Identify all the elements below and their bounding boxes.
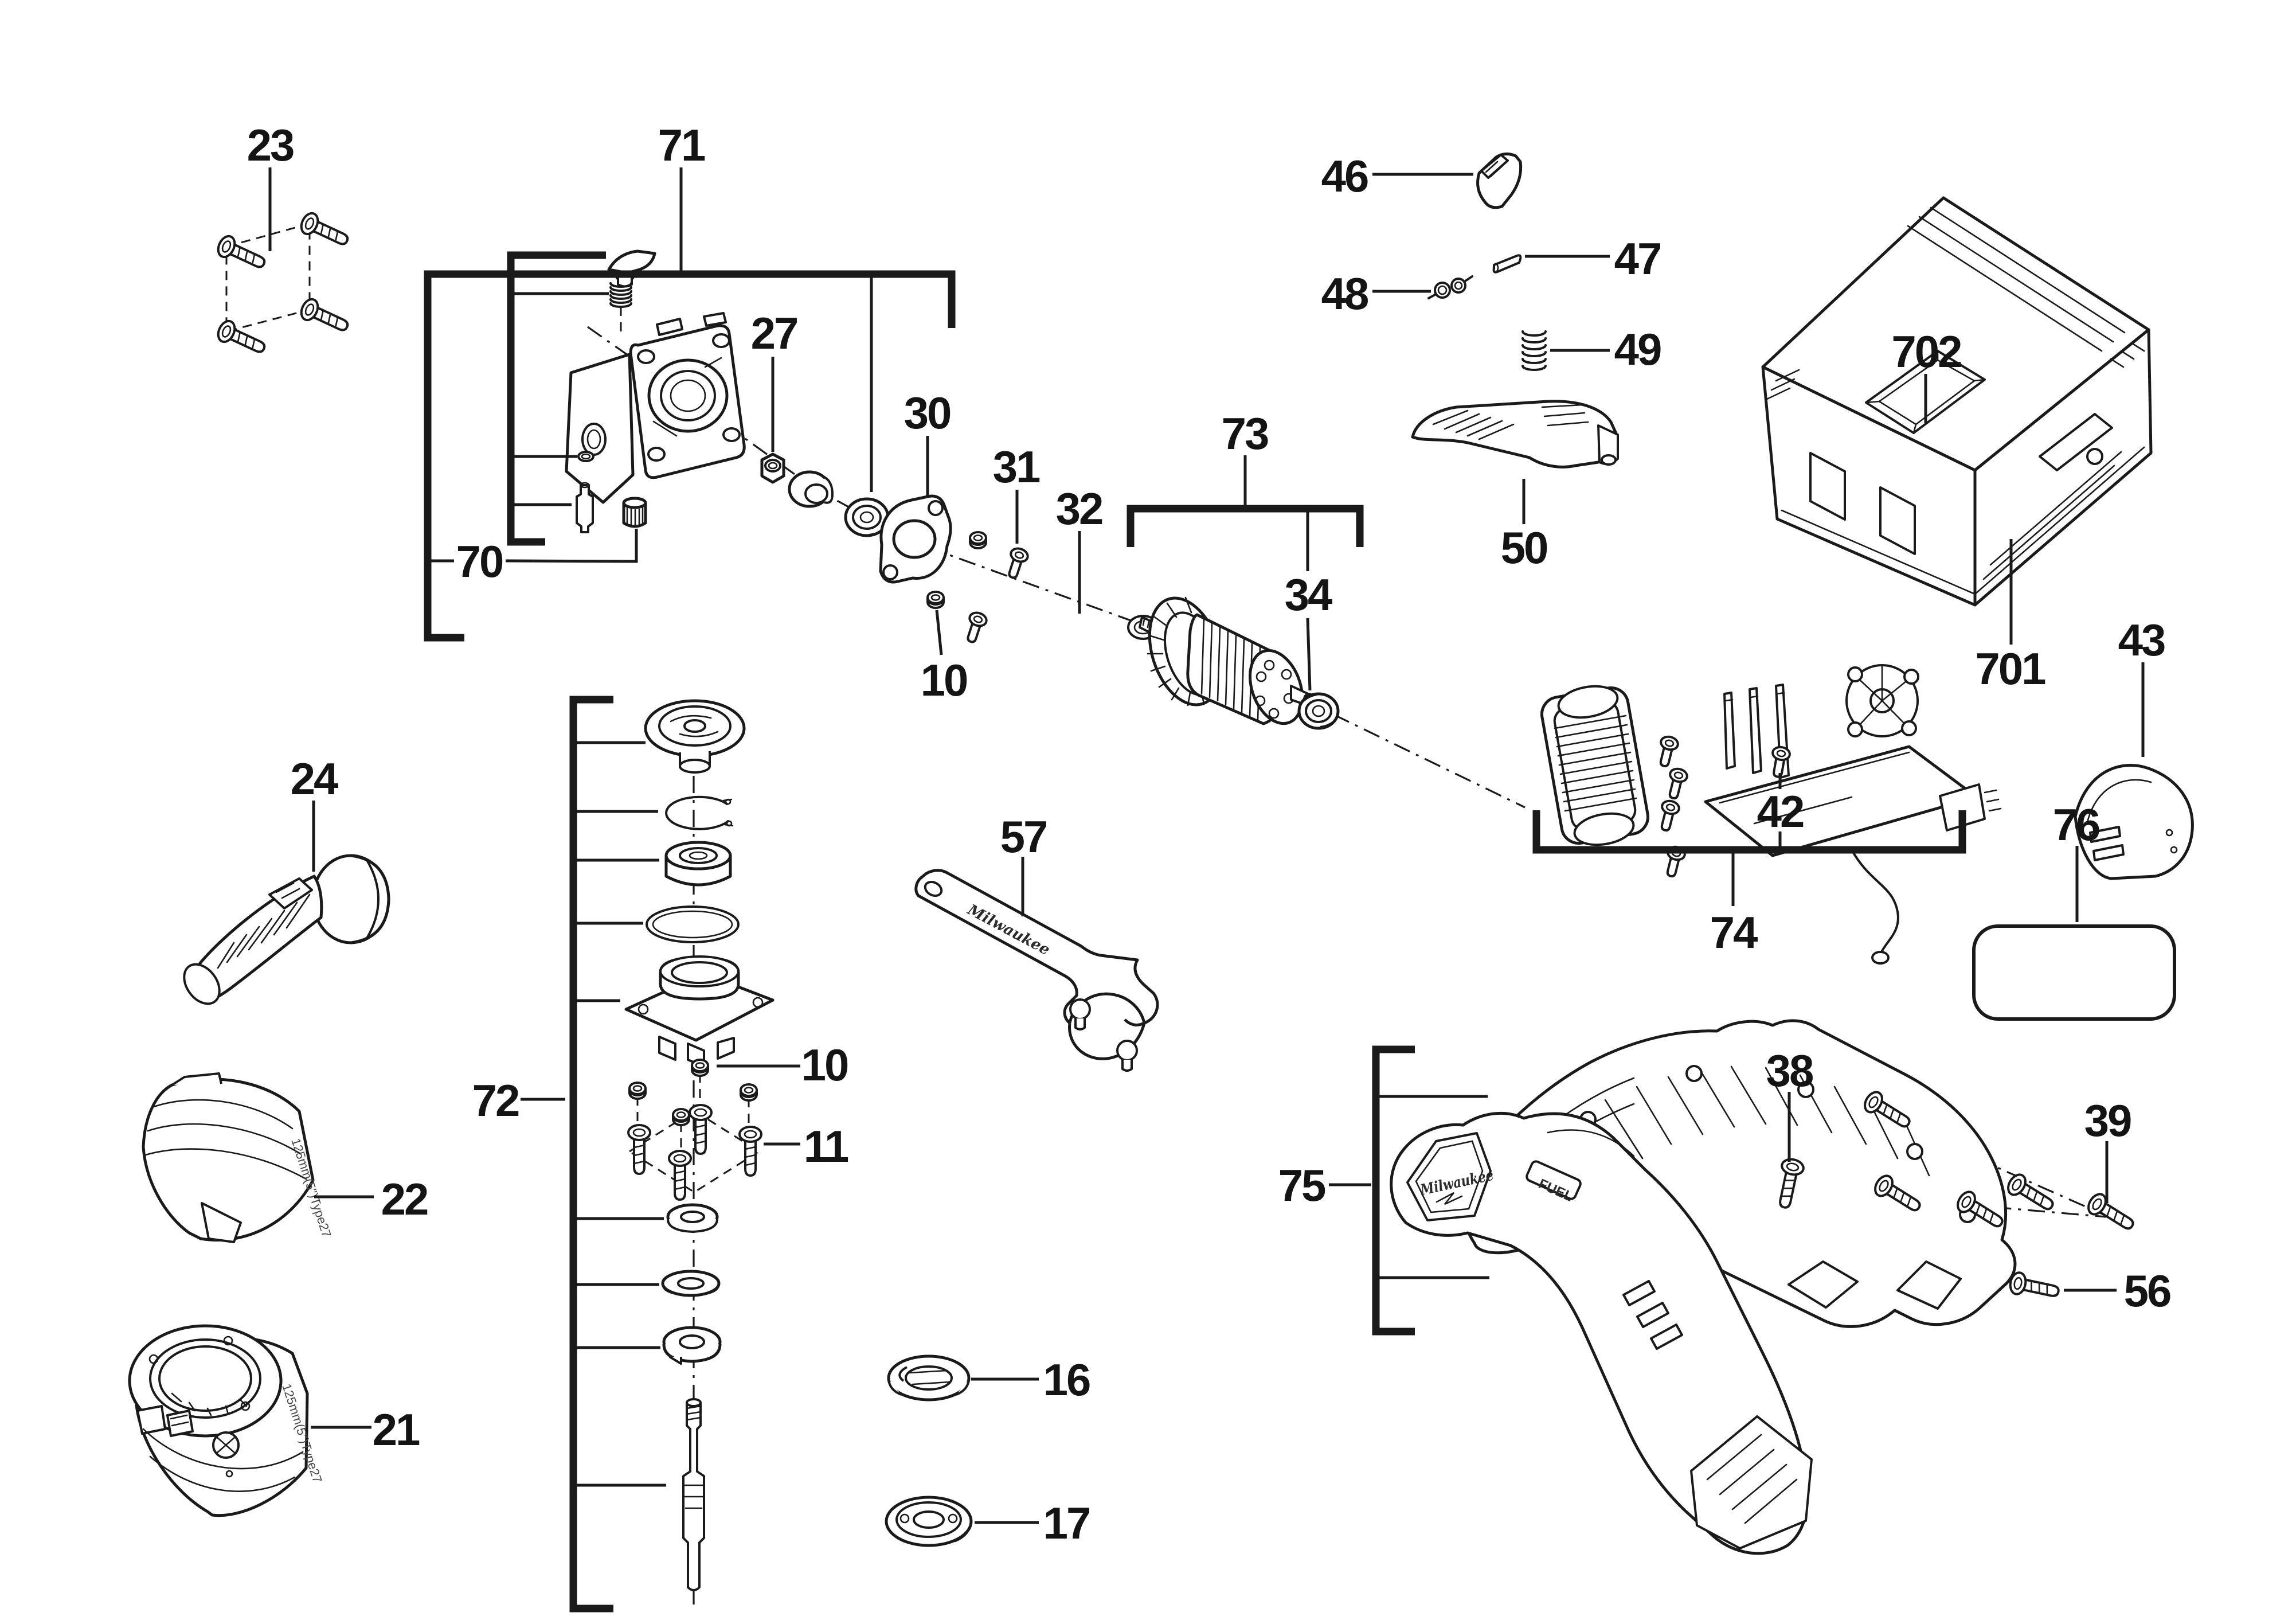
group-brackets — [424, 251, 1966, 1613]
outer-flange-nut-17 — [885, 1496, 973, 1547]
callout-74: 74 — [1710, 907, 1758, 958]
plate-screw-31 — [1003, 545, 1031, 581]
callout-11: 11 — [804, 1121, 848, 1172]
callout-47: 47 — [1614, 233, 1661, 284]
group-leader-lines — [268, 167, 2145, 1524]
callout-27: 27 — [751, 308, 797, 358]
flange-nut — [969, 531, 987, 549]
callout-48: 48 — [1321, 268, 1368, 319]
callout-71: 71 — [658, 120, 705, 170]
spindle-bearing — [664, 841, 732, 887]
callout-50: 50 — [1501, 522, 1547, 573]
callout-49: 49 — [1614, 324, 1661, 374]
field-stator — [1540, 685, 1649, 846]
guard-22: 125mm(5")Type27 — [142, 1072, 334, 1243]
callout-21: 21 — [373, 1404, 420, 1455]
spindle-shaft — [682, 1398, 705, 1591]
retaining-ring — [665, 795, 734, 830]
needle-sleeve — [622, 497, 647, 528]
bearing-plate-30 — [879, 494, 952, 584]
armature-bearing-34 — [1297, 692, 1340, 730]
callout-22: 22 — [381, 1174, 428, 1224]
callout-31: 31 — [993, 442, 1040, 492]
callout-10: 10 — [801, 1040, 848, 1090]
callout-701: 701 — [1975, 643, 2045, 694]
armature-assembly — [1139, 596, 1315, 725]
callout-23: 23 — [247, 120, 294, 170]
inner-flange-16 — [887, 1354, 971, 1402]
callout-56: 56 — [2124, 1266, 2170, 1316]
callout-75: 75 — [1278, 1160, 1325, 1211]
spindle-lock-button — [607, 249, 656, 288]
spanner-wrench-57: Milwaukee — [914, 869, 1159, 1072]
pivot-pin-47 — [1492, 254, 1522, 274]
field-screws — [1654, 733, 1690, 880]
callout-10: 10 — [921, 655, 967, 705]
lock-spring — [609, 282, 632, 308]
brush-cover-43 — [2074, 764, 2194, 880]
callout-17: 17 — [1043, 1498, 1090, 1548]
housing-screw-56 — [2007, 1270, 2062, 1304]
housing-half-lower: Milwaukee FUEL — [1390, 1111, 1813, 1555]
cam-washer — [662, 1326, 722, 1365]
callout-42: 42 — [1757, 786, 1804, 837]
large-oring — [646, 905, 740, 943]
callout-57: 57 — [1000, 811, 1047, 862]
bushing — [788, 470, 834, 508]
torsion-spring-48 — [1427, 275, 1473, 299]
screws-23 — [214, 209, 353, 360]
side-handle-24 — [183, 854, 390, 1005]
callout-73: 73 — [1222, 408, 1268, 459]
callout-76: 76 — [2053, 799, 2099, 850]
callout-32: 32 — [1056, 483, 1102, 534]
callout-38: 38 — [1766, 1045, 1813, 1096]
gearcase-cover — [624, 955, 775, 1068]
detent-oring — [577, 451, 594, 462]
paddle-switch-50 — [1411, 400, 1619, 469]
callout-24: 24 — [291, 754, 338, 804]
lock-off-button-46 — [1476, 153, 1523, 209]
gearcase-bearing — [844, 497, 890, 537]
nameplate-label-76 — [1972, 924, 2176, 1021]
callout-702: 702 — [1891, 326, 1961, 377]
spindle-nut-27 — [760, 452, 785, 484]
guard-21: 125mm(5")Type27 — [128, 1324, 325, 1517]
coil-spring-49 — [1521, 330, 1547, 371]
callout-39: 39 — [2084, 1095, 2131, 1146]
callout-70: 70 — [456, 536, 503, 587]
brush-card-assembly — [1704, 664, 2002, 965]
callout-46: 46 — [1321, 151, 1368, 201]
callout-72: 72 — [472, 1075, 519, 1126]
callout-labels: 23 71 70 27 30 31 32 10 73 34 46 47 48 49 50 702 701 43 42… — [247, 120, 2172, 1548]
flange-nut-10 — [926, 591, 945, 609]
callout-34: 34 — [1285, 569, 1332, 620]
gearcase-housing — [565, 312, 746, 504]
callout-30: 30 — [904, 388, 951, 438]
plate-screw — [961, 609, 989, 646]
detent-pin — [576, 482, 594, 533]
cover-screws-11 — [627, 1104, 762, 1201]
spiral-bevel-gear — [644, 699, 746, 774]
callout-16: 16 — [1043, 1354, 1090, 1405]
callout-43: 43 — [2118, 615, 2165, 665]
carrying-case-701 — [1761, 196, 2153, 607]
thick-washer — [666, 1203, 719, 1233]
flat-washer — [661, 1270, 721, 1297]
